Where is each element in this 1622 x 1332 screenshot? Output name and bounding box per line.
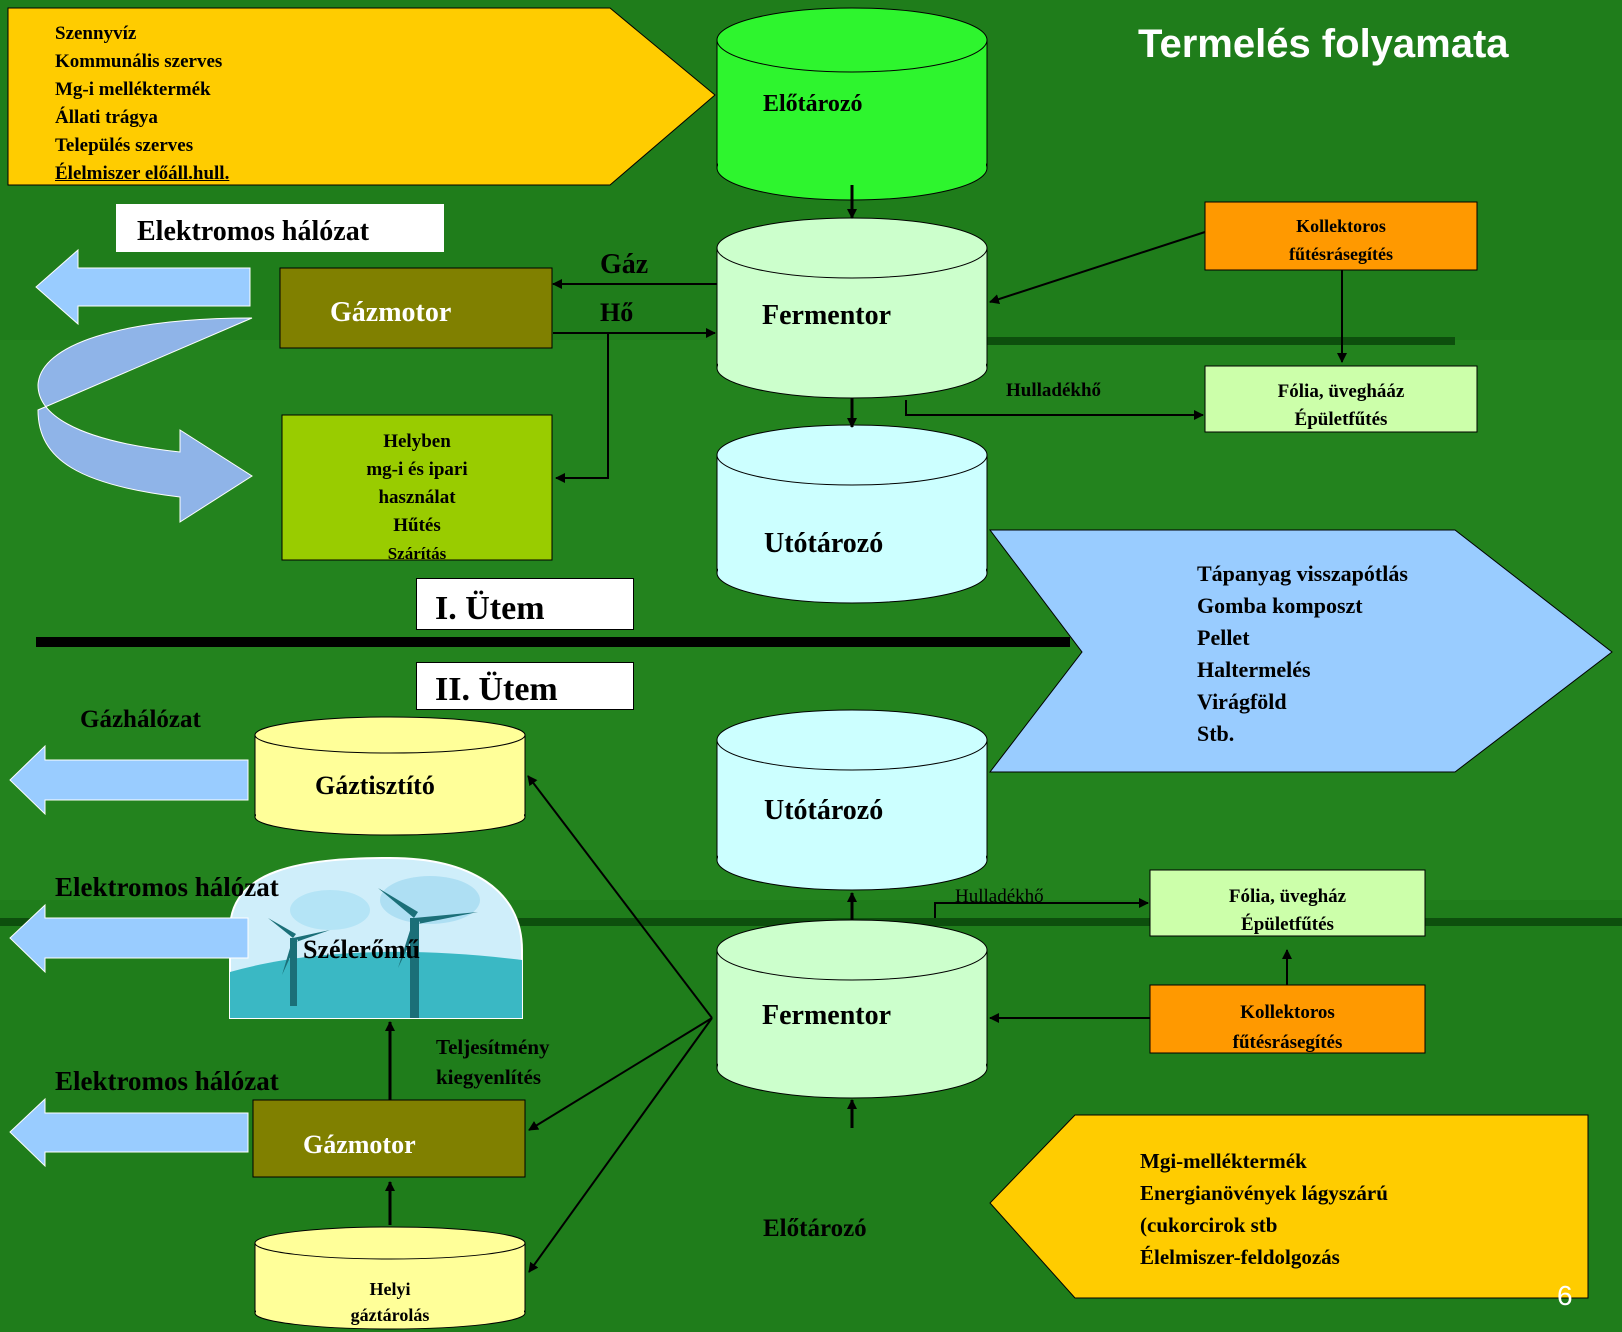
gas-engine-label-bottom: Gázmotor — [303, 1130, 416, 1159]
pre-storage-label-bottom: Előtározó — [763, 1215, 867, 1242]
output-item: Virágföld — [1197, 689, 1287, 714]
input-item: Élelmiszer-feldolgozás — [1140, 1245, 1340, 1269]
gas-cleaner-label: Gáztisztító — [315, 771, 435, 800]
local-gas-storage-label: Helyi gáztárolás — [255, 1276, 525, 1328]
greenhouse-label-bottom: Fólia, üvegház Épületfűtés — [1150, 883, 1425, 939]
gas-engine-top-box — [279, 267, 553, 349]
stage1-label: I. Ütem — [435, 590, 545, 627]
local-use-line: Hűtés — [393, 515, 441, 536]
wind-plant-label: Szélerőmű — [303, 935, 420, 964]
input-item: Település szerves — [55, 135, 194, 156]
output-arrow-electric-grid-engine — [9, 1097, 249, 1168]
balancing-label: Teljesítmény kiegyenlítés — [436, 1032, 550, 1092]
balancing-line: kiegyenlítés — [436, 1065, 541, 1089]
arrow-waste-heat-bottom — [934, 898, 1149, 918]
input-arrow-phase1 — [7, 7, 716, 186]
gas-engine-label-top: Gázmotor — [330, 297, 452, 328]
greenhouse-line: Fólia, üveghááz — [1277, 381, 1405, 402]
post-storage-cylinder-top — [716, 424, 988, 604]
input-item: Szennyvíz — [55, 23, 137, 44]
greenhouse-label-top: Fólia, üveghááz Épületfűtés — [1205, 378, 1477, 434]
electric-grid-label-box — [116, 204, 444, 252]
input-list-phase2: Mgi-melléktermék Energianövények lágyszá… — [1140, 1145, 1388, 1273]
input-item: Mgi-melléktermék — [1140, 1149, 1307, 1173]
local-use-line: Szárítás — [387, 544, 447, 563]
waste-heat-label-top: Hulladékhő — [1006, 380, 1102, 401]
collector-line: fűtésrásegítés — [1289, 244, 1393, 264]
arrow-fermentor-to-storage — [528, 1017, 713, 1273]
output-item: Gomba komposzt — [1197, 593, 1363, 618]
local-use-line: Helyben — [383, 431, 451, 452]
outputs-list: Tápanyag visszapótlás Gomba komposzt Pel… — [1197, 558, 1408, 750]
output-arrow-gas-grid — [9, 744, 249, 816]
post-storage-label-bottom: Utótározó — [764, 795, 884, 826]
local-use-line: mg-i és ipari — [366, 459, 468, 480]
output-arrow-electric-grid-wind — [9, 903, 249, 974]
electric-grid-label-wind: Elektromos hálózat — [55, 872, 279, 902]
collector-label-bottom: Kollektoros fűtésrásegítés — [1150, 998, 1425, 1058]
gas-label: Gáz — [600, 249, 649, 280]
curved-arrow — [37, 317, 253, 523]
local-use-box — [281, 414, 553, 561]
arrow-collector-to-fermentor — [989, 231, 1206, 304]
local-storage-line: gáztárolás — [350, 1305, 430, 1325]
input-item: Energianövények lágyszárú — [1140, 1181, 1388, 1205]
output-item: Stb. — [1197, 721, 1235, 746]
gas-grid-label: Gázhálózat — [80, 706, 201, 733]
output-arrow-electric-grid-top — [35, 248, 251, 326]
input-list-phase1: Szennyvíz Kommunális szerves Mg-i mellék… — [55, 20, 229, 188]
fermentor-label-bottom: Fermentor — [762, 1000, 892, 1031]
balancing-line: Teljesítmény — [436, 1035, 550, 1059]
arrow-heat-to-local — [555, 333, 609, 483]
output-item: Pellet — [1197, 625, 1250, 650]
local-use-line: használat — [378, 487, 456, 508]
outputs-arrow — [988, 529, 1613, 773]
electric-grid-label-top: Elektromos hálózat — [137, 216, 370, 247]
output-item: Tápanyag visszapótlás — [1197, 561, 1408, 586]
fermentor-cylinder-top — [716, 217, 988, 399]
post-storage-cylinder-bottom — [716, 709, 988, 891]
greenhouse-line: Épületfűtés — [1294, 409, 1388, 430]
collector-line: Kollektoros — [1296, 216, 1386, 236]
local-gas-storage-cylinder — [254, 1226, 526, 1330]
stage2-label: II. Ütem — [435, 671, 558, 708]
output-item: Haltermelés — [1197, 657, 1311, 682]
electric-grid-label-engine: Elektromos hálózat — [55, 1066, 279, 1096]
pre-storage-cylinder-top — [716, 7, 988, 201]
collector-top-box — [1204, 201, 1478, 271]
input-item: Állati trágya — [55, 107, 158, 128]
fermentor-label-top: Fermentor — [762, 300, 892, 331]
collector-line: Kollektoros — [1240, 1002, 1335, 1023]
arrow-fermentor-to-engine — [528, 1017, 713, 1131]
collector-label-top: Kollektoros fűtésrásegítés — [1205, 212, 1477, 268]
input-item: Mg-i melléktermék — [55, 79, 211, 100]
arrow-fermentor-to-gascleaner — [527, 775, 713, 1019]
stage1-box — [416, 578, 634, 630]
input-item: Élelmiszer előáll.hull. — [55, 163, 230, 184]
local-use-label: Helyben mg-i és ipari használat Hűtés Sz… — [282, 428, 552, 568]
heat-label: Hő — [600, 298, 634, 327]
wind-plant-illustration — [229, 856, 523, 1019]
page-title: Termelés folyamata — [1138, 22, 1509, 66]
post-storage-label-top: Utótározó — [764, 528, 884, 559]
local-storage-line: Helyi — [369, 1279, 411, 1299]
greenhouse-line: Épületfűtés — [1241, 914, 1334, 935]
collector-bottom-box — [1149, 984, 1426, 1054]
pre-storage-label-top: Előtározó — [763, 91, 863, 117]
input-arrow-phase2 — [989, 1114, 1589, 1299]
page-number: 6 — [1557, 1280, 1573, 1311]
arrow-waste-heat-top — [905, 400, 1204, 420]
gas-cleaner-cylinder — [254, 716, 526, 836]
input-item: Kommunális szerves — [55, 51, 223, 72]
greenhouse-top-box — [1204, 365, 1478, 433]
stage2-box — [416, 662, 634, 710]
waste-heat-label-bottom: Hulladékhő — [955, 886, 1044, 907]
greenhouse-line: Fólia, üvegház — [1228, 886, 1347, 907]
collector-line: fűtésrásegítés — [1232, 1032, 1343, 1053]
greenhouse-bottom-box — [1149, 869, 1426, 937]
input-item: (cukorcirok stb — [1140, 1213, 1278, 1237]
